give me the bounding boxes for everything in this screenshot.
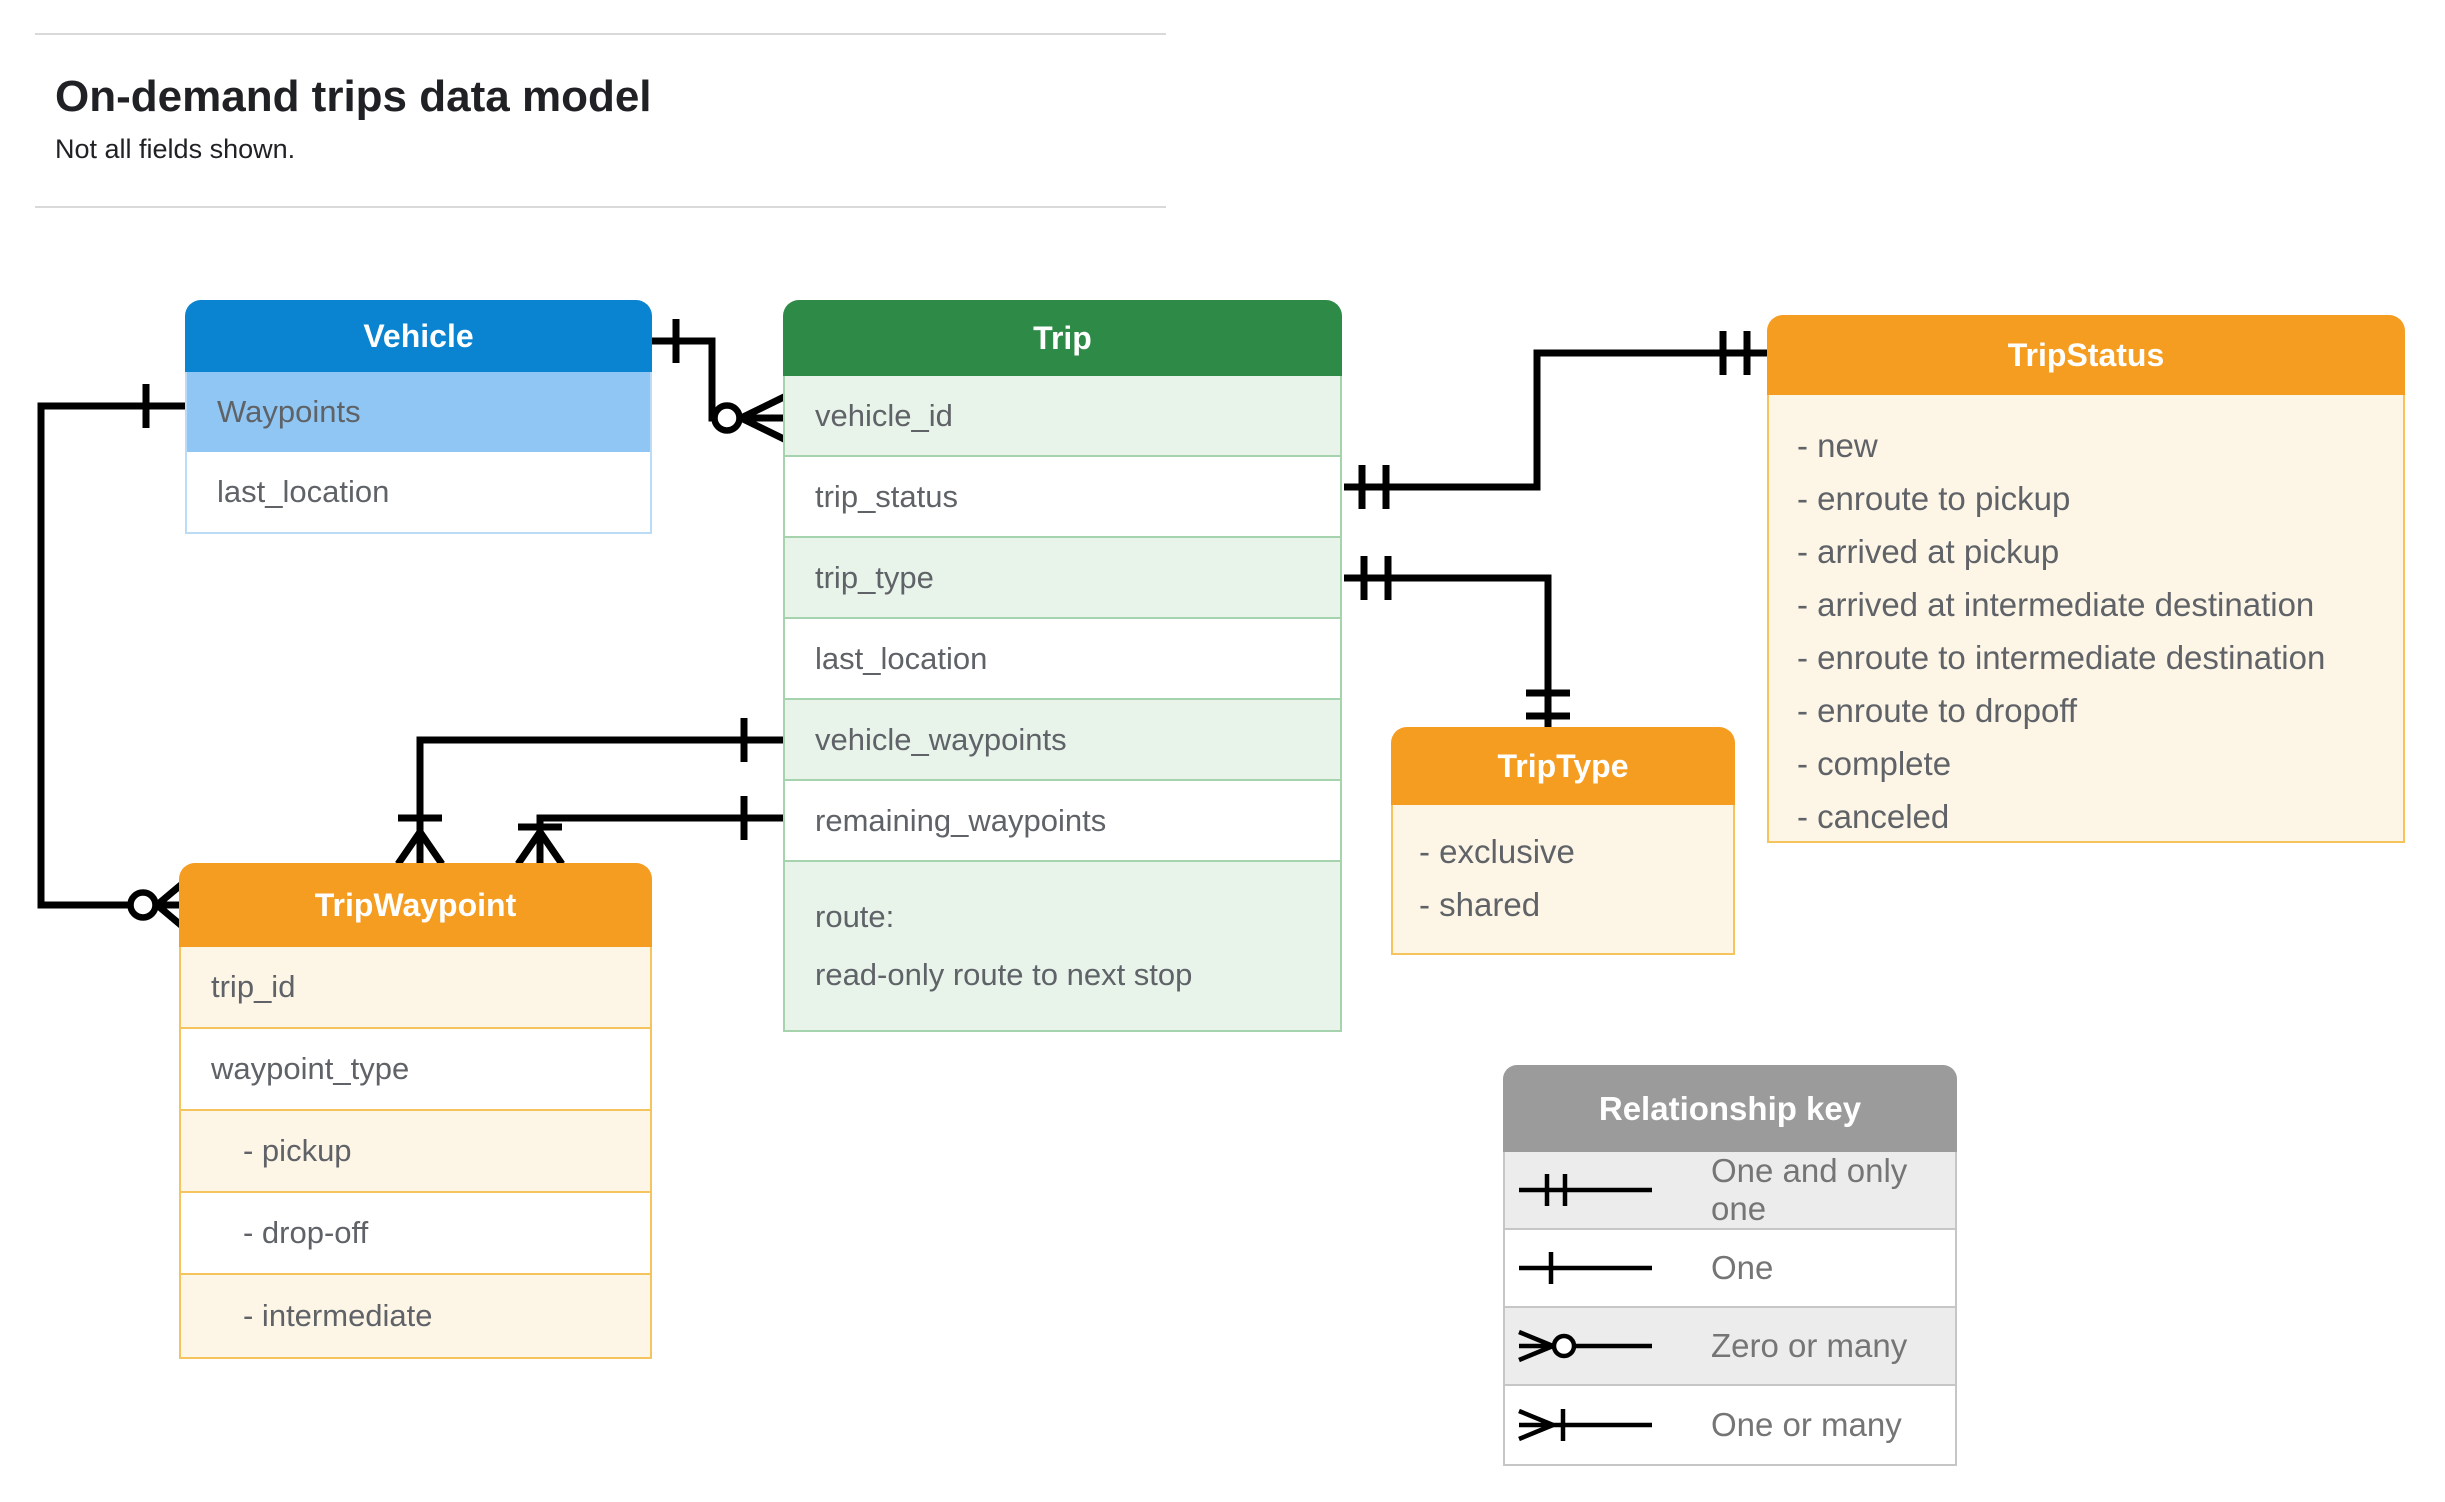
- tripstatus-value-new: - new: [1797, 427, 1878, 464]
- tripwaypoint-value-intermediate: - intermediate: [181, 1275, 650, 1357]
- tripwaypoint-value-pickup: - pickup: [181, 1111, 650, 1193]
- trip-field-last-location: last_location: [785, 619, 1340, 700]
- trip-field-trip-status: trip_status: [785, 457, 1340, 538]
- trip-field-vehicle-id: vehicle_id: [785, 376, 1340, 457]
- trip-field-trip-type: trip_type: [785, 538, 1340, 619]
- relationship-key: Relationship key One and only one One: [1503, 1065, 1957, 1466]
- relationship-key-title: Relationship key: [1503, 1065, 1957, 1152]
- legend-label: One: [1711, 1249, 1774, 1286]
- one-and-only-one-icon: [1517, 1168, 1687, 1212]
- entity-triptype-title: TripType: [1391, 727, 1735, 805]
- one-or-many-icon: [1517, 1403, 1687, 1447]
- entity-vehicle-title: Vehicle: [185, 300, 652, 372]
- legend-row-one-and-only-one: One and only one: [1505, 1152, 1955, 1230]
- entity-tripstatus: TripStatus - new - enroute to pickup - a…: [1767, 315, 2405, 843]
- connector-vehicle-trip: [652, 319, 788, 444]
- tripstatus-value-enroute-to-intermediate-destination: - enroute to intermediate destination: [1797, 639, 2326, 676]
- legend-label: Zero or many: [1711, 1327, 1908, 1364]
- one-icon: [1517, 1246, 1687, 1290]
- legend-row-zero-or-many: Zero or many: [1505, 1308, 1955, 1386]
- connector-tripstatus: [1344, 331, 1769, 509]
- tripstatus-value-arrived-at-intermediate-destination: - arrived at intermediate destination: [1797, 586, 2315, 623]
- tripwaypoint-value-drop-off: - drop-off: [181, 1193, 650, 1275]
- connector-vehicle-waypoints-tripwaypoint: [37, 384, 185, 929]
- entity-tripstatus-title: TripStatus: [1767, 315, 2405, 395]
- entity-tripwaypoint: TripWaypoint trip_id waypoint_type - pic…: [179, 863, 652, 1359]
- tripstatus-value-arrived-at-pickup: - arrived at pickup: [1797, 533, 2060, 570]
- zero-or-many-icon: [1517, 1324, 1687, 1368]
- connector-triptype: [1344, 556, 1570, 729]
- entity-trip-title: Trip: [783, 300, 1342, 376]
- vehicle-field-last-location: last_location: [217, 474, 390, 509]
- vehicle-field-waypoints: Waypoints: [187, 372, 650, 452]
- divider-top: [35, 33, 1166, 35]
- divider-bottom: [35, 206, 1166, 208]
- trip-field-vehicle-waypoints: vehicle_waypoints: [785, 700, 1340, 781]
- legend-row-one: One: [1505, 1230, 1955, 1308]
- legend-label: One and only one: [1711, 1152, 1908, 1227]
- tripstatus-value-enroute-to-dropoff: - enroute to dropoff: [1797, 692, 2078, 729]
- page-subtitle: Not all fields shown.: [55, 134, 296, 164]
- tripwaypoint-field-waypoint-type: waypoint_type: [181, 1029, 650, 1111]
- entity-tripwaypoint-title: TripWaypoint: [179, 863, 652, 947]
- page-title: On-demand trips data model: [55, 72, 652, 121]
- legend-row-one-or-many: One or many: [1505, 1386, 1955, 1464]
- triptype-value-exclusive: - exclusive: [1419, 833, 1575, 870]
- trip-field-remaining-waypoints: remaining_waypoints: [785, 781, 1340, 862]
- entity-trip: Trip vehicle_id trip_status trip_type la…: [783, 300, 1342, 1032]
- trip-route-line2: read-only route to next stop: [815, 957, 1193, 992]
- entity-triptype: TripType - exclusive - shared: [1391, 727, 1735, 955]
- legend-label: One or many: [1711, 1406, 1902, 1443]
- tripstatus-value-canceled: - canceled: [1797, 798, 1950, 835]
- connector-remaining-waypoints-field: [515, 796, 786, 866]
- trip-route-line1: route:: [815, 899, 895, 934]
- trip-field-route: route: read-only route to next stop: [785, 862, 1340, 1030]
- connector-vehicle-waypoints-field: [395, 718, 786, 866]
- tripstatus-value-complete: - complete: [1797, 745, 1952, 782]
- entity-vehicle: Vehicle Waypoints last_location: [185, 300, 652, 534]
- tripwaypoint-field-trip-id: trip_id: [181, 947, 650, 1029]
- tripstatus-value-enroute-to-pickup: - enroute to pickup: [1797, 480, 2071, 517]
- triptype-value-shared: - shared: [1419, 886, 1541, 923]
